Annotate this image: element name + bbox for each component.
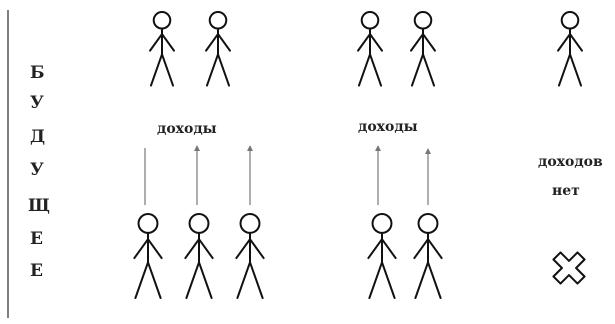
no-income-label-line1: доходов: [538, 154, 603, 170]
arrow-up-3: [375, 145, 381, 205]
person-figure-top-5: [558, 12, 582, 86]
person-figure-top-4: [411, 12, 435, 86]
person-figure-top-1: [150, 12, 174, 86]
arrow-up-4: [425, 148, 431, 205]
vertical-letter-6: Е: [30, 229, 43, 249]
vertical-letter-5: Щ: [28, 196, 50, 216]
vertical-letter-4: У: [30, 160, 44, 180]
arrows-layer: [145, 145, 431, 205]
person-figure-bottom-1: [134, 214, 161, 298]
income-label-middle: доходы: [358, 119, 418, 135]
figures-layer: [134, 12, 582, 298]
person-figure-top-2: [206, 12, 230, 86]
person-figure-bottom-5: [414, 214, 441, 298]
arrow-up-2: [247, 145, 253, 205]
cross-icon: [545, 244, 593, 292]
vertical-letter-1: Б: [30, 63, 45, 83]
vertical-letter-3: Д: [30, 127, 45, 147]
income-label-left: доходы: [157, 121, 217, 137]
vertical-letter-2: У: [30, 93, 44, 113]
person-figure-bottom-4: [368, 214, 395, 298]
vertical-word: Б У Д У Щ Е Е: [28, 63, 50, 281]
vertical-letter-7: Е: [30, 261, 43, 281]
no-income-label-line2: нет: [552, 183, 580, 199]
person-figure-bottom-2: [185, 214, 212, 298]
person-figure-top-3: [358, 12, 382, 86]
person-figure-bottom-3: [236, 214, 263, 298]
arrow-up-1: [194, 145, 200, 205]
